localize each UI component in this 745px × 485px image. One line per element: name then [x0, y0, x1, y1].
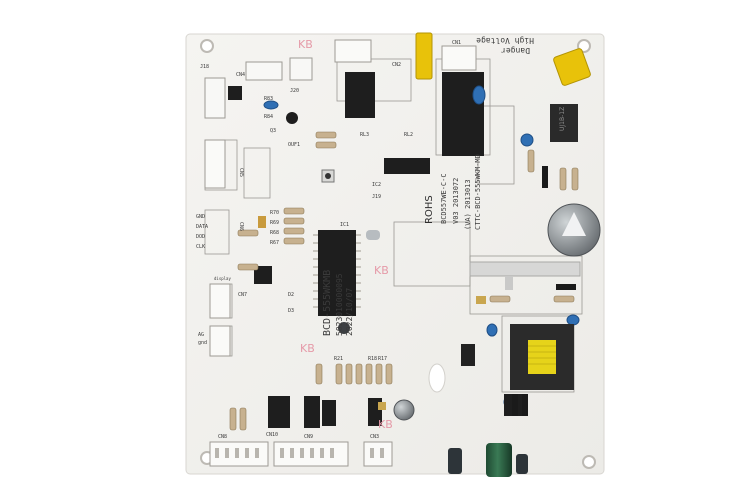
q3-label: Q3: [270, 128, 276, 134]
ic2-label: IC2: [372, 182, 381, 188]
data-label: DATA: [196, 224, 208, 230]
small-parts: [228, 86, 486, 410]
relay-label: UJ1B-1Z: [559, 107, 566, 131]
j20-label: J20: [290, 88, 299, 94]
cn9-label: CN9: [304, 434, 313, 440]
d3-label: D3: [288, 308, 294, 314]
rotated-label-2: (VA) 2013013: [464, 179, 472, 230]
cn8-label: CN8: [218, 434, 227, 440]
r17-label: R17: [378, 356, 387, 362]
cn3-label: CN3: [370, 434, 379, 440]
ag-label: AG: [198, 332, 204, 338]
yellow-capacitors: [415, 32, 591, 86]
pcb-board: [185, 33, 605, 475]
watermark-2: KB: [374, 264, 389, 277]
cn7-label: CN7: [238, 292, 247, 298]
r83-label: R83: [264, 96, 273, 102]
rl2-label: RL2: [404, 132, 413, 138]
watermark-4: KB: [378, 418, 393, 431]
heatsink: [469, 261, 581, 290]
ouf1-label: OUF1: [288, 142, 300, 148]
dod-label: DOD: [196, 234, 205, 240]
gnd2-label: gnd: [198, 340, 207, 346]
j19-label: J19: [372, 194, 381, 200]
board-cutout: [428, 363, 446, 393]
j18-label: J18: [200, 64, 209, 70]
board-date-label: 2022/10/07: [345, 288, 354, 336]
r70-label: R70: [270, 210, 279, 216]
bottom-connectors: [209, 441, 393, 467]
r69-label: R69: [270, 220, 279, 226]
integrated-circuits: [254, 158, 475, 366]
board-serial-label: 5023010000095: [335, 273, 344, 336]
board-model-label: BCD-555WKMB: [322, 270, 333, 336]
relays: UJ1B-1Z: [345, 72, 578, 156]
ic1-label: IC1: [340, 222, 349, 228]
cn6-label: CN6: [238, 222, 244, 231]
r21-label: R21: [334, 356, 343, 362]
cn4-label: CN4: [236, 72, 245, 78]
r68-label: R68: [270, 230, 279, 236]
cn5-label: CN5: [238, 168, 244, 177]
rohs-label: ROHS: [424, 195, 435, 224]
watermark-3: KB: [300, 342, 315, 355]
r18-label: R18: [368, 356, 377, 362]
rotated-label-4: BCD557WE-C-C: [440, 173, 448, 224]
rotated-label-3: V03 2013072: [452, 178, 460, 224]
silkscreen-text: BCD-555WKMB 5023010000095 2022/10/07 CTT…: [196, 36, 534, 440]
gnd-label: GND: [196, 214, 205, 220]
warning-danger: Danger: [501, 46, 530, 55]
display-label: display: [214, 276, 231, 281]
r67-label: R67: [270, 240, 279, 246]
rl3-label: RL3: [360, 132, 369, 138]
electrolytic-capacitors: [338, 203, 601, 477]
resistors: [229, 131, 579, 431]
cn1-label: CN1: [452, 40, 461, 46]
watermark-1: KB: [298, 38, 313, 51]
d2-label: D2: [288, 292, 294, 298]
top-connectors: [204, 39, 477, 357]
cn2-label: CN2: [392, 62, 401, 68]
warning-high-voltage: High Voltage: [476, 36, 534, 45]
rotated-label-1: CTTC-BCD-555WKM-MD: [474, 154, 482, 230]
r84-label: R84: [264, 114, 273, 120]
diodes: [512, 166, 576, 416]
clk-label: CLK: [196, 244, 205, 250]
cn10-label: CN10: [266, 432, 278, 438]
transformer: [510, 324, 574, 390]
